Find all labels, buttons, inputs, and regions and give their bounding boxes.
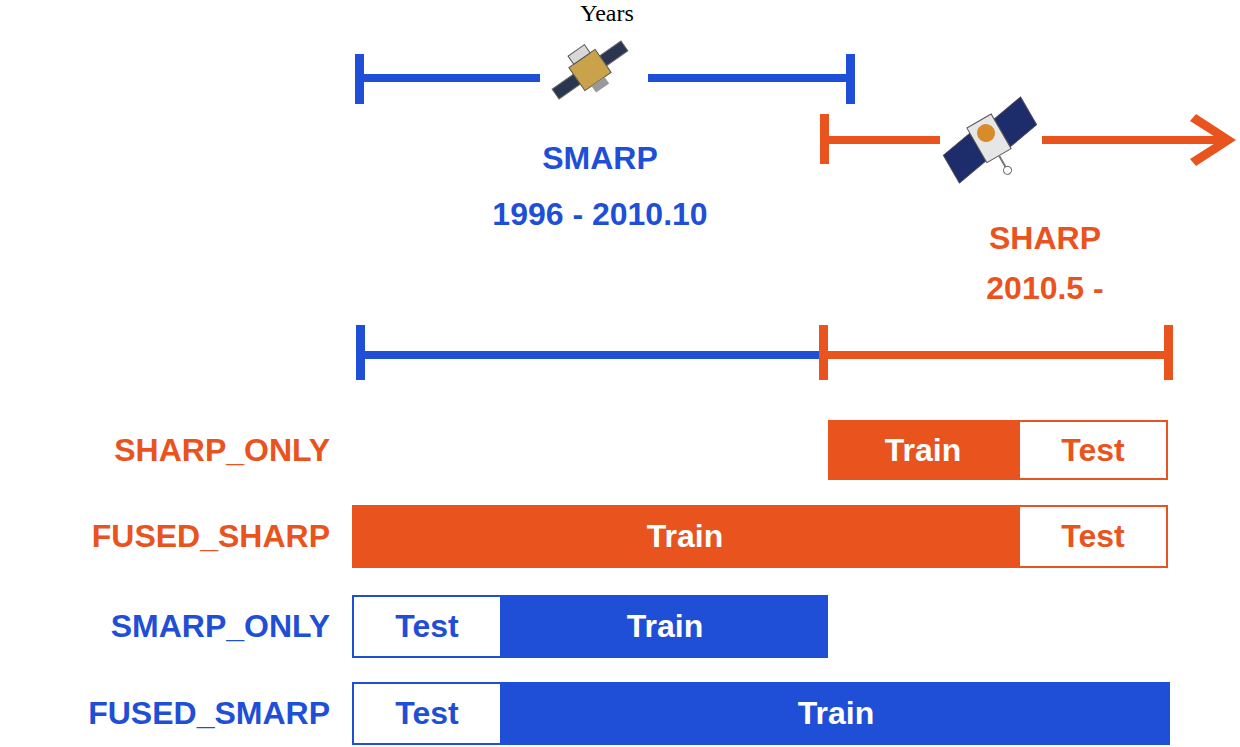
row-label: FUSED_SHARP [92, 518, 330, 555]
satellite-icon [937, 97, 1051, 198]
segment-label: Test [1061, 518, 1124, 555]
series-name: SMARP [542, 140, 658, 177]
row-label: FUSED_SMARP [88, 695, 330, 732]
train-segment: Train [828, 420, 1018, 480]
segment-label: Test [395, 695, 458, 732]
segment-label: Train [627, 608, 703, 645]
test-segment: Test [1018, 420, 1168, 480]
date-range: 2010.5 - [986, 270, 1103, 307]
segment-label: Test [1061, 432, 1124, 469]
segment-label: Train [647, 518, 723, 555]
date-range: 1996 - 2010.10 [492, 196, 707, 233]
series-name: SHARP [989, 220, 1101, 257]
segment-label: Train [885, 432, 961, 469]
test-segment: Test [1018, 505, 1168, 568]
test-segment: Test [352, 682, 502, 745]
test-segment: Test [352, 595, 502, 658]
train-segment: Train [502, 595, 828, 658]
train-segment: Train [502, 682, 1170, 745]
axis-title: Years [580, 0, 634, 27]
row-label: SHARP_ONLY [114, 432, 330, 469]
segment-label: Train [798, 695, 874, 732]
combined-timeline [356, 325, 1173, 380]
satellite-icon [542, 26, 637, 112]
row-label: SMARP_ONLY [111, 608, 330, 645]
train-segment: Train [352, 505, 1018, 568]
segment-label: Test [395, 608, 458, 645]
